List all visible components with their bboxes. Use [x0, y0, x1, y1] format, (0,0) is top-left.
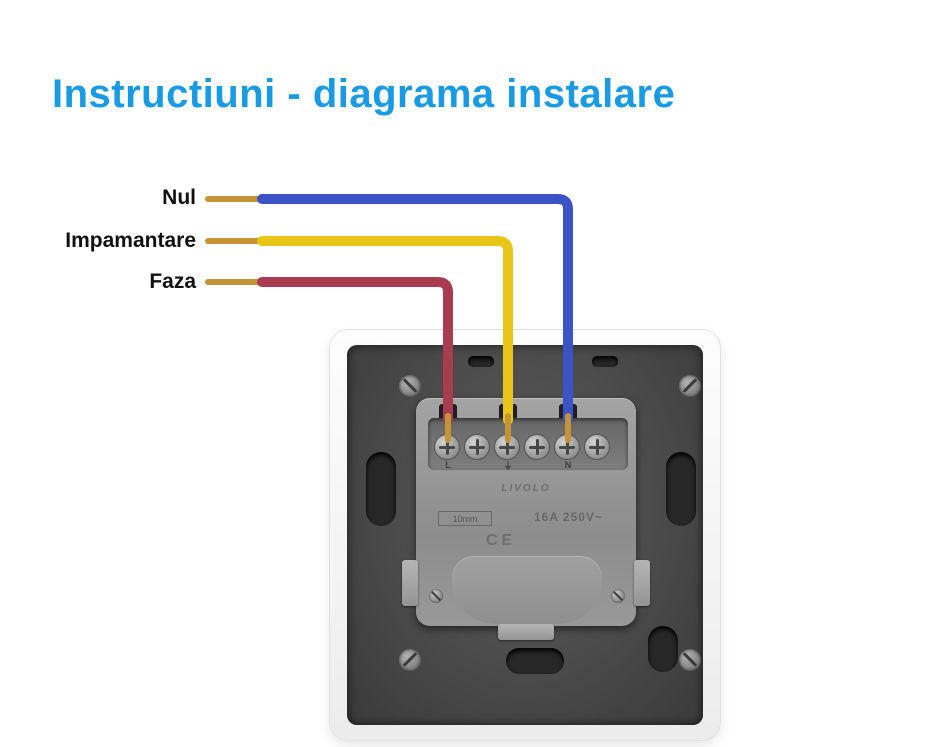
terminal-screw	[464, 434, 490, 460]
terminal-screw	[494, 434, 520, 460]
terminal-label-live: L	[445, 460, 451, 470]
screw-slot	[402, 652, 418, 667]
electrical-rating: 16A 250V~	[534, 510, 603, 524]
terminal-screw	[434, 434, 460, 460]
corner-screw-icon	[399, 649, 421, 671]
module-screw-icon	[429, 589, 443, 603]
screw-slot	[431, 590, 441, 601]
vent-slot-top-left	[468, 356, 494, 367]
mounting-claw-right	[634, 560, 650, 606]
screw-slot	[475, 439, 479, 455]
mounting-slot-bottom-center	[506, 648, 564, 674]
page-title: Instructiuni - diagrama instalare	[52, 72, 676, 116]
corner-screw-icon	[399, 375, 421, 397]
terminal-label-earth: ⏚	[503, 461, 513, 471]
terminal-screw	[524, 434, 550, 460]
brand-text: LIVOLO	[501, 483, 551, 494]
screw-slot	[682, 652, 698, 667]
mounting-tab-bottom	[498, 624, 554, 640]
module-screw-icon	[611, 589, 625, 603]
terminal-screw	[584, 434, 610, 460]
label-faza: Faza	[149, 270, 196, 293]
screw-slot	[402, 378, 418, 393]
terminal-label-neutral: N	[564, 460, 572, 470]
mounting-claw-left	[402, 560, 418, 606]
label-nul: Nul	[162, 186, 196, 209]
screw-slot	[682, 378, 698, 393]
screw-slot	[505, 439, 509, 455]
screw-slot	[613, 590, 623, 601]
screw-slot	[535, 439, 539, 455]
strip-gauge-marking: 10mm	[438, 511, 492, 526]
mounting-keyhole-right	[666, 452, 696, 526]
corner-screw-icon	[679, 649, 701, 671]
screw-slot	[445, 439, 449, 455]
corner-screw-icon	[679, 375, 701, 397]
screw-slot	[565, 439, 569, 455]
terminal-screw	[554, 434, 580, 460]
screw-slot	[595, 439, 599, 455]
module-bottom-dome	[452, 556, 602, 624]
mounting-slot-bottom-right	[648, 626, 678, 672]
ce-mark: CE	[486, 532, 517, 549]
label-impamantare: Impamantare	[65, 229, 196, 252]
vent-slot-top-right	[592, 356, 618, 367]
mounting-keyhole-left	[366, 452, 396, 526]
